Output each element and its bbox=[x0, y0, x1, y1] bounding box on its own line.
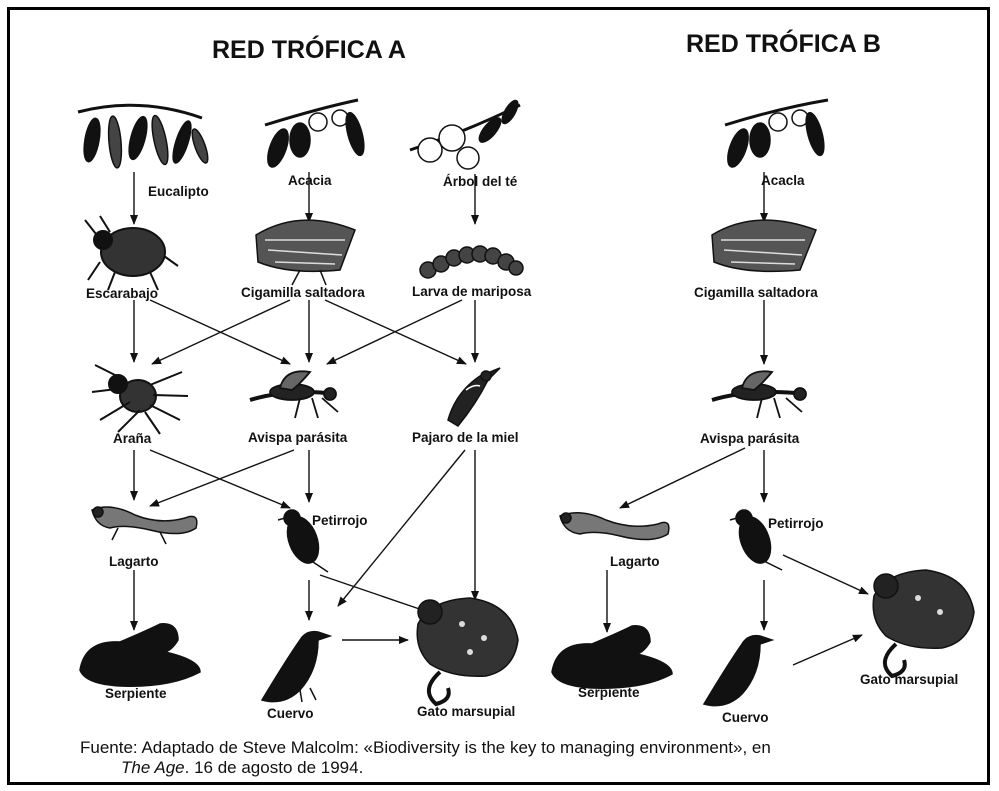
label-serpiente: Serpiente bbox=[105, 686, 167, 701]
source-line-2: The Age. 16 de agosto de 1994. bbox=[80, 758, 980, 778]
leafhopper-icon-b bbox=[712, 220, 816, 271]
label-larva: Larva de mariposa bbox=[412, 284, 532, 299]
label-acacia-b: Acacla bbox=[761, 173, 805, 188]
web-a-title: RED TRÓFICA A bbox=[212, 34, 406, 64]
quoll-icon bbox=[417, 598, 518, 704]
tea-tree-icon bbox=[410, 98, 521, 169]
label-acacia: Acacia bbox=[288, 173, 332, 188]
label-avispa-b: Avispa parásita bbox=[700, 431, 800, 446]
web-b-title: RED TRÓFICA B bbox=[686, 28, 881, 58]
label-petirrojo: Petirrojo bbox=[312, 513, 368, 528]
label-arbol-del-te: Árbol del té bbox=[443, 174, 518, 189]
label-avispa: Avispa parásita bbox=[248, 430, 348, 445]
label-escarabajo: Escarabajo bbox=[86, 286, 158, 301]
crow-icon bbox=[262, 632, 330, 702]
snake-icon bbox=[80, 624, 200, 686]
label-cuervo-b: Cuervo bbox=[722, 710, 769, 725]
wasp-icon-b bbox=[712, 371, 806, 418]
source-date: . 16 de agosto de 1994. bbox=[185, 758, 364, 777]
source-publication: The Age bbox=[121, 758, 185, 777]
label-cigarrilla: Cigamilla saltadora bbox=[241, 285, 365, 300]
label-gato: Gato marsupial bbox=[417, 704, 515, 719]
caterpillar-icon bbox=[420, 246, 523, 278]
acacia-icon bbox=[264, 100, 368, 170]
lizard-icon-b bbox=[560, 513, 669, 540]
label-cigarrilla-b: Cigamilla saltadora bbox=[694, 285, 818, 300]
lizard-icon bbox=[92, 507, 197, 544]
source-citation: Fuente: Adaptado de Steve Malcolm: «Biod… bbox=[80, 738, 980, 778]
label-lagarto: Lagarto bbox=[109, 554, 159, 569]
quoll-icon-b bbox=[873, 570, 974, 676]
label-pajaro: Pajaro de la miel bbox=[412, 430, 519, 445]
source-text: Adaptado de Steve Malcolm: «Biodiversity… bbox=[141, 738, 770, 757]
label-gato-b: Gato marsupial bbox=[860, 672, 958, 687]
label-petirrojo-b: Petirrojo bbox=[768, 516, 824, 531]
leafhopper-icon bbox=[256, 220, 355, 285]
snake-icon-b bbox=[552, 626, 672, 688]
beetle-icon bbox=[85, 216, 178, 290]
spider-icon bbox=[92, 365, 188, 434]
label-eucalipto: Eucalipto bbox=[148, 184, 209, 199]
label-cuervo: Cuervo bbox=[267, 706, 314, 721]
eucalyptus-icon bbox=[78, 105, 211, 168]
acacia-icon-b bbox=[724, 100, 828, 170]
honeyeater-icon bbox=[448, 368, 500, 426]
crow-icon-b bbox=[704, 636, 772, 706]
source-label: Fuente: bbox=[80, 738, 138, 757]
label-serpiente-b: Serpiente bbox=[578, 685, 640, 700]
wasp-icon bbox=[250, 371, 338, 418]
label-arana: Araña bbox=[113, 431, 152, 446]
label-lagarto-b: Lagarto bbox=[610, 554, 660, 569]
